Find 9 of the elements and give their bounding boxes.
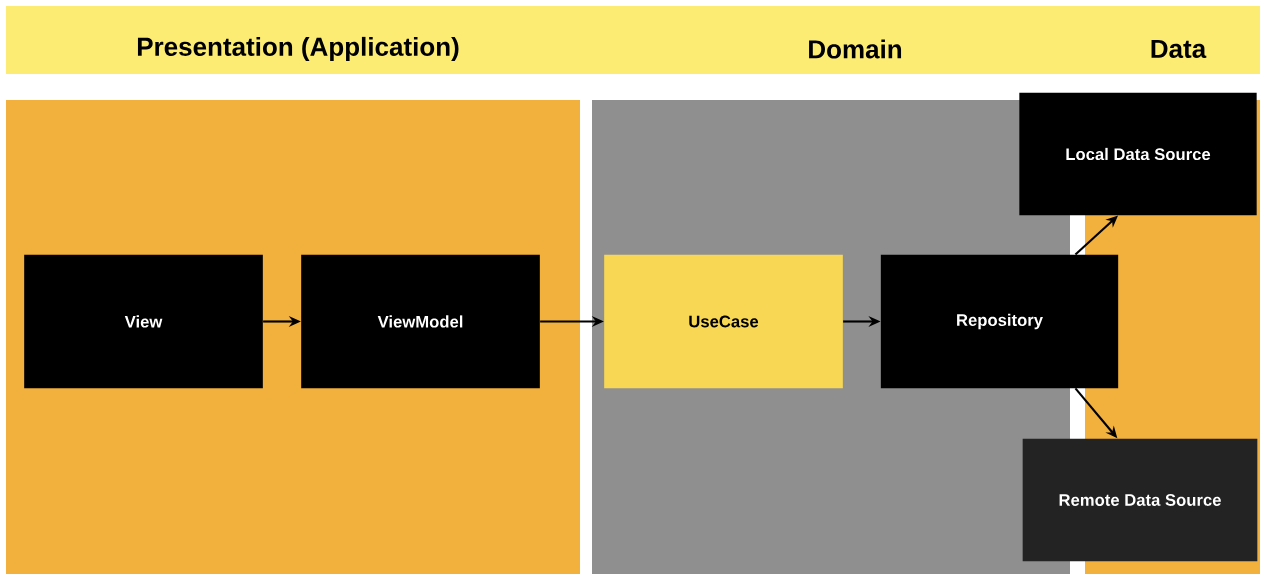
component-box: Repository bbox=[880, 254, 1119, 389]
component-box: Local Data Source bbox=[1019, 92, 1257, 216]
component-box: ViewModel bbox=[301, 254, 540, 389]
component-box: UseCase bbox=[604, 254, 843, 389]
component-box: View bbox=[24, 254, 263, 389]
column-heading: Data bbox=[1151, 39, 1207, 59]
column-heading: Presentation (Application) bbox=[137, 36, 459, 62]
column-heading: Domain bbox=[809, 39, 902, 59]
component-box: Remote Data Source bbox=[1022, 438, 1258, 562]
